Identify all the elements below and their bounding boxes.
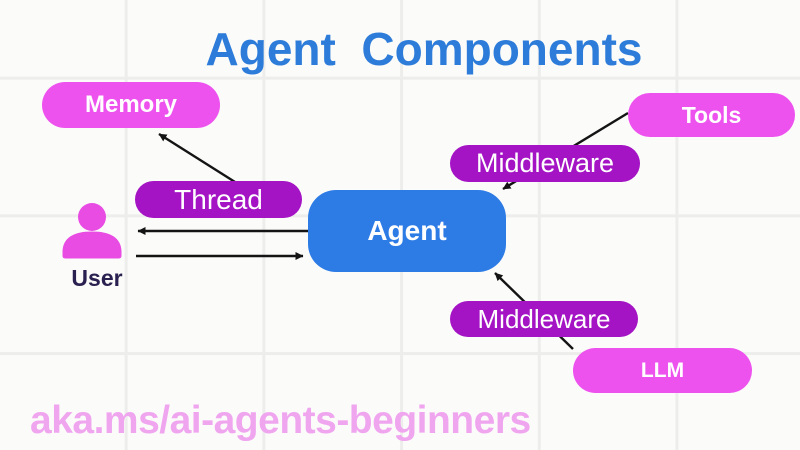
node-memory-label: Memory (84, 91, 178, 118)
node-llm: LLM (573, 348, 752, 393)
node-middleware-bottom: Middleware (450, 301, 638, 337)
node-thread-label: Thread (174, 183, 263, 215)
footer-link: aka.ms/ai-agents-beginners (30, 399, 531, 442)
node-tools-label: Tools (681, 101, 742, 128)
node-agent-label: Agent (367, 215, 447, 246)
node-memory: Memory (42, 82, 220, 128)
node-middleware-bottom-label: Middleware (477, 303, 611, 334)
node-middleware-top-label: Middleware (475, 148, 615, 178)
arrow-thread-to-memory (158, 132, 236, 184)
node-user-label: User (71, 265, 123, 291)
node-middleware-top: Middleware (450, 145, 640, 182)
node-agent: Agent (308, 190, 506, 272)
node-llm-label: LLM (640, 358, 685, 382)
person-icon (62, 203, 122, 259)
page-title: Agent Components (205, 23, 643, 75)
node-thread: Thread (135, 181, 302, 218)
node-tools: Tools (628, 93, 795, 137)
